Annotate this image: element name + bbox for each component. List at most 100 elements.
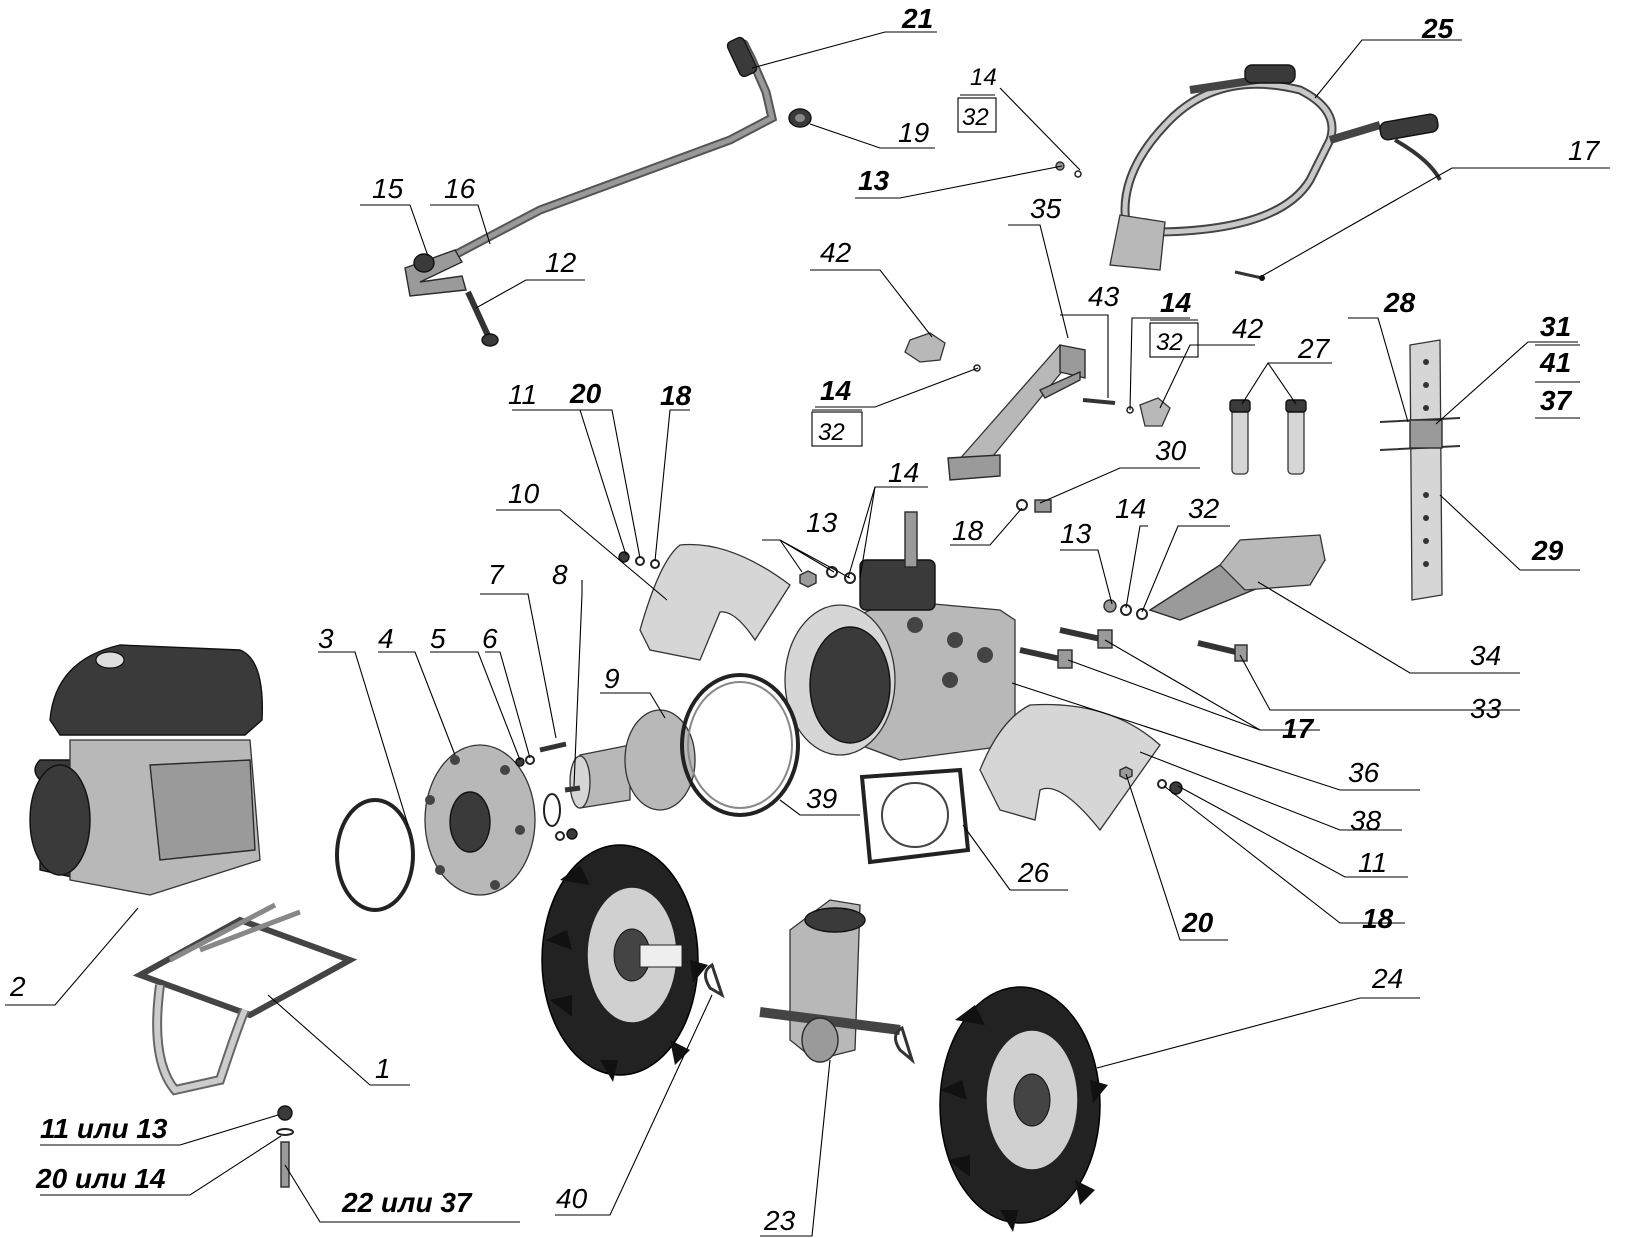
label-36: 36 — [1348, 757, 1380, 788]
label-43: 43 — [1088, 281, 1120, 312]
label-14b: 14 — [1160, 287, 1192, 318]
label-1: 1 — [375, 1053, 391, 1084]
label-34: 34 — [1470, 640, 1501, 671]
label-33: 33 — [1470, 693, 1502, 724]
part-fasteners-11-13 — [276, 1105, 294, 1188]
label-17a: 17 — [1568, 135, 1601, 166]
label-16: 16 — [444, 173, 476, 204]
label-40: 40 — [556, 1183, 588, 1214]
part-fender-10 — [639, 543, 791, 661]
part-pin-14a — [1074, 170, 1082, 178]
part-reducer-23 — [759, 899, 901, 1063]
callout-labels: 21 25 19 14 32 13 17 15 16 12 35 42 43 1… — [9, 3, 1601, 1236]
label-32a: 32 — [962, 104, 989, 131]
part-knob-42a — [904, 332, 946, 363]
part-frame-34 — [1148, 534, 1327, 621]
label-11b: 11 — [1358, 847, 1387, 878]
part-bar-29 — [1379, 339, 1461, 601]
label-17b: 17 — [1282, 713, 1315, 744]
label-13b: 13 — [806, 507, 838, 538]
label-13c: 13 — [1060, 518, 1092, 549]
part-pin-17a — [1234, 270, 1265, 281]
label-24: 24 — [1371, 963, 1403, 994]
label-42a: 42 — [820, 237, 852, 268]
label-29: 29 — [1531, 535, 1564, 566]
label-22-or-37: 22 или 37 — [341, 1187, 473, 1218]
label-4: 4 — [378, 623, 394, 654]
part-small-5-6-7-8 — [515, 741, 581, 841]
part-wheel-right — [939, 986, 1108, 1232]
label-27: 27 — [1297, 333, 1331, 364]
label-6: 6 — [482, 623, 498, 654]
label-5: 5 — [430, 623, 446, 654]
part-bracket-35 — [947, 344, 1086, 481]
label-41: 41 — [1539, 347, 1571, 378]
label-32c: 32 — [818, 419, 845, 446]
label-25: 25 — [1421, 13, 1454, 44]
label-8: 8 — [552, 559, 568, 590]
label-39: 39 — [806, 783, 837, 814]
part-bushing-19 — [788, 108, 812, 128]
part-bracket-1 — [132, 902, 358, 1096]
label-21: 21 — [901, 3, 933, 34]
label-14a: 14 — [970, 64, 997, 91]
part-fender-38 — [979, 703, 1161, 832]
part-engine-2 — [29, 644, 264, 896]
label-12: 12 — [545, 247, 577, 278]
part-bolt-12 — [465, 290, 499, 347]
part-nuts-13b — [799, 566, 856, 588]
label-26: 26 — [1017, 857, 1050, 888]
label-20-or-14: 20 или 14 — [35, 1163, 166, 1194]
label-20b: 20 — [1181, 907, 1214, 938]
label-2: 2 — [9, 971, 26, 1002]
label-7: 7 — [488, 559, 505, 590]
part-bolts-17b-36 — [1019, 627, 1113, 669]
part-gasket-26 — [859, 767, 971, 865]
label-18a: 18 — [660, 380, 692, 411]
label-19: 19 — [898, 117, 929, 148]
label-38: 38 — [1350, 805, 1382, 836]
label-3: 3 — [318, 623, 334, 654]
label-18c: 18 — [1362, 903, 1394, 934]
part-flange-4 — [424, 744, 536, 896]
label-18b: 18 — [952, 515, 984, 546]
part-pin-43 — [1082, 398, 1116, 405]
label-37: 37 — [1540, 385, 1573, 416]
label-10: 10 — [508, 478, 540, 509]
part-coupling-9 — [569, 709, 696, 811]
label-42b: 42 — [1232, 313, 1264, 344]
label-23: 23 — [763, 1205, 796, 1236]
label-28: 28 — [1383, 287, 1416, 318]
label-14c: 14 — [820, 375, 852, 406]
part-knob-42b — [1139, 397, 1171, 427]
label-13a: 13 — [858, 165, 890, 196]
part-pin-14c — [973, 364, 981, 372]
part-gearbox-housing — [784, 511, 1016, 761]
label-11a: 11 — [508, 379, 537, 410]
part-clip-40a — [704, 962, 725, 999]
part-bolt-33 — [1197, 640, 1248, 662]
label-14d: 14 — [888, 457, 919, 488]
part-pins-27 — [1229, 399, 1307, 475]
label-14e: 14 — [1115, 493, 1146, 524]
label-15: 15 — [372, 173, 404, 204]
part-gasket-3 — [335, 798, 415, 912]
leader-lines — [5, 31, 1610, 1237]
part-gasket-39 — [680, 673, 800, 817]
part-clip-40b — [894, 1025, 915, 1065]
label-31: 31 — [1540, 311, 1571, 342]
label-32b: 32 — [1156, 329, 1183, 356]
label-35: 35 — [1030, 193, 1062, 224]
part-wheel-left — [541, 844, 708, 1082]
part-handlebar-25 — [1109, 64, 1442, 271]
label-9: 9 — [604, 663, 620, 694]
label-30: 30 — [1155, 435, 1187, 466]
part-bolt-30 — [1016, 499, 1052, 513]
part-nut-15 — [413, 253, 435, 273]
label-20a: 20 — [569, 378, 602, 409]
label-32d: 32 — [1188, 493, 1220, 524]
label-11-or-13: 11 или 13 — [40, 1113, 168, 1144]
part-rod-16 — [404, 36, 778, 297]
part-washers-13c-14e-32d — [1103, 599, 1148, 620]
